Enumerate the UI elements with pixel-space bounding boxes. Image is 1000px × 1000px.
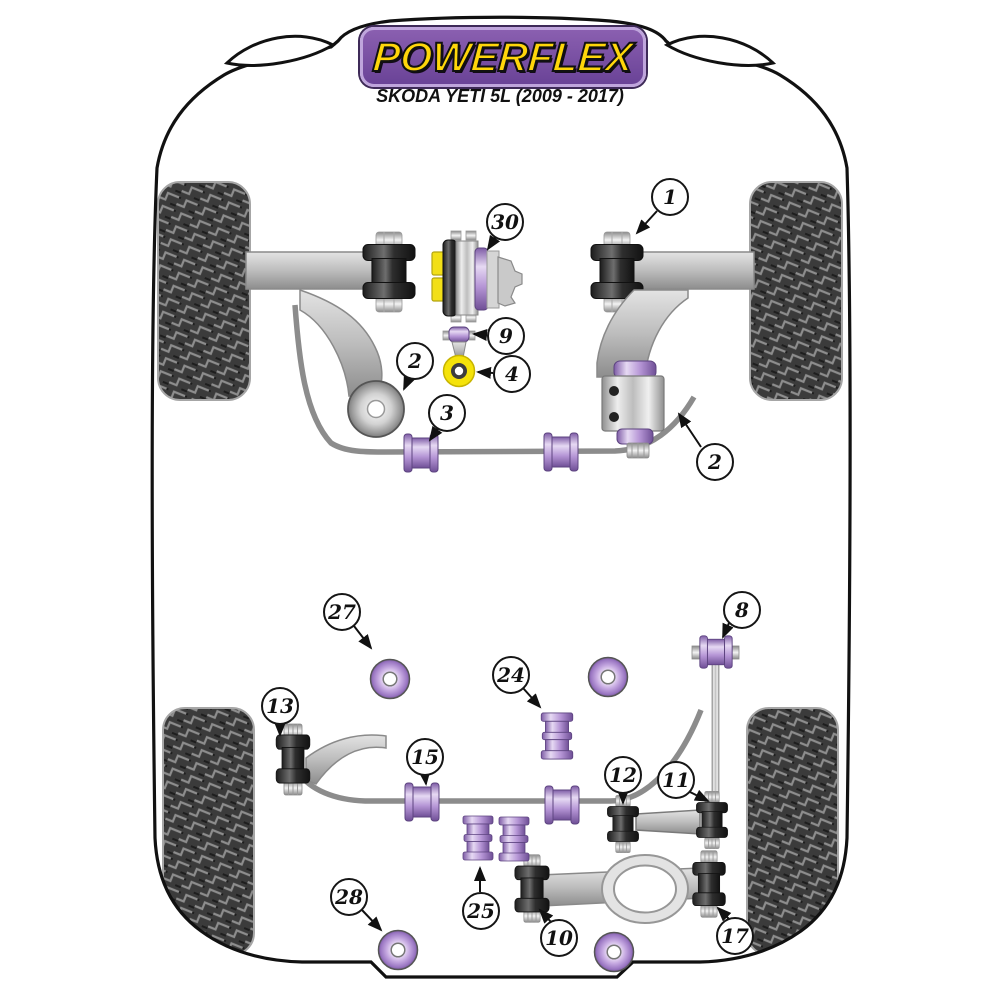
callout-label: 28 (335, 885, 363, 909)
callout-8: 8 (723, 591, 761, 629)
mount-purple-ring (474, 247, 489, 311)
callout-30: 30 (486, 203, 524, 241)
callout-label: 17 (721, 924, 749, 948)
callout-2-front-left: 2 (396, 342, 434, 380)
rear-arb-bush-right (544, 785, 580, 825)
callout-28: 28 (330, 878, 368, 916)
rear-arb-bush-left (404, 782, 440, 822)
front-left-control-arm (245, 231, 416, 438)
rear-drop-link-top-bush (691, 635, 740, 669)
callout-arrows (274, 210, 734, 932)
rear-tie-bar (607, 791, 728, 853)
tires-group (157, 181, 843, 956)
callout-24: 24 (492, 656, 530, 694)
rear-anti-roll-bar (295, 708, 704, 804)
callout-label: 2 (708, 450, 722, 474)
callout-15: 15 (406, 738, 444, 776)
callout-9: 9 (487, 317, 525, 355)
callout-label: 25 (467, 899, 495, 923)
rear-trailing-arm (275, 723, 387, 796)
callout-4: 4 (493, 355, 531, 393)
bush-stack-25-left (462, 815, 494, 861)
callout-1: 1 (651, 178, 689, 216)
callout-10: 10 (540, 919, 578, 957)
bush-stack-24 (540, 712, 574, 760)
callout-label: 3 (440, 401, 454, 425)
callout-2-front-right: 2 (696, 443, 734, 481)
callout-label: 27 (328, 600, 356, 624)
callout-label: 2 (408, 349, 422, 373)
callout-11: 11 (657, 761, 695, 799)
rear-left-tire (162, 707, 255, 956)
callout-13: 13 (261, 687, 299, 725)
callout-label: 1 (663, 185, 677, 209)
callout-label: 9 (499, 324, 513, 348)
callout-3: 3 (428, 394, 466, 432)
front-left-tire (157, 181, 251, 401)
callout-label: 4 (505, 362, 519, 386)
callout-12: 12 (604, 756, 642, 794)
front-arb-bush-left (403, 433, 439, 473)
front-right-tire (749, 181, 843, 401)
yellow-washer-bush (442, 354, 476, 388)
model-subtitle: SKODA YETI 5L (2009 - 2017) (376, 86, 624, 106)
callout-label: 12 (609, 763, 637, 787)
tie-bar-bush-right (696, 802, 728, 838)
subframe-bush-front-right (587, 656, 629, 698)
engine-mount (431, 230, 523, 323)
callout-27: 27 (323, 593, 361, 631)
powerflex-logo: POWERFLEX (360, 27, 646, 87)
callout-label: 11 (662, 768, 690, 792)
brand-text: POWERFLEX (371, 33, 636, 81)
tie-bar-bush-left (607, 806, 639, 842)
front-arm-rear-bush-right (601, 360, 665, 459)
callout-17: 17 (716, 917, 754, 955)
callout-label: 30 (491, 210, 519, 234)
front-anti-roll-bar (292, 304, 697, 455)
dogbone-link-small-bush (442, 326, 476, 359)
rear-lower-spring-arm (514, 850, 726, 924)
callout-label: 13 (266, 694, 294, 718)
left-mirror-outline (223, 34, 337, 67)
callout-25: 25 (462, 892, 500, 930)
car-body-outline (150, 15, 852, 979)
subframe-bush-rear-right (593, 931, 635, 973)
subframe-bush-front-left (369, 658, 411, 700)
right-mirror-outline (663, 34, 777, 67)
rear-trailing-arm-bush (275, 734, 311, 784)
front-right-control-arm (590, 231, 755, 459)
callout-label: 8 (735, 598, 749, 622)
callout-label: 10 (545, 926, 573, 950)
callout-label: 15 (411, 745, 439, 769)
bush-stack-25-right (498, 816, 530, 862)
subframe-bush-rear-left (377, 929, 419, 971)
callout-label: 24 (497, 663, 525, 687)
front-arb-bush-right (543, 432, 579, 472)
rear-right-tire (746, 707, 839, 956)
